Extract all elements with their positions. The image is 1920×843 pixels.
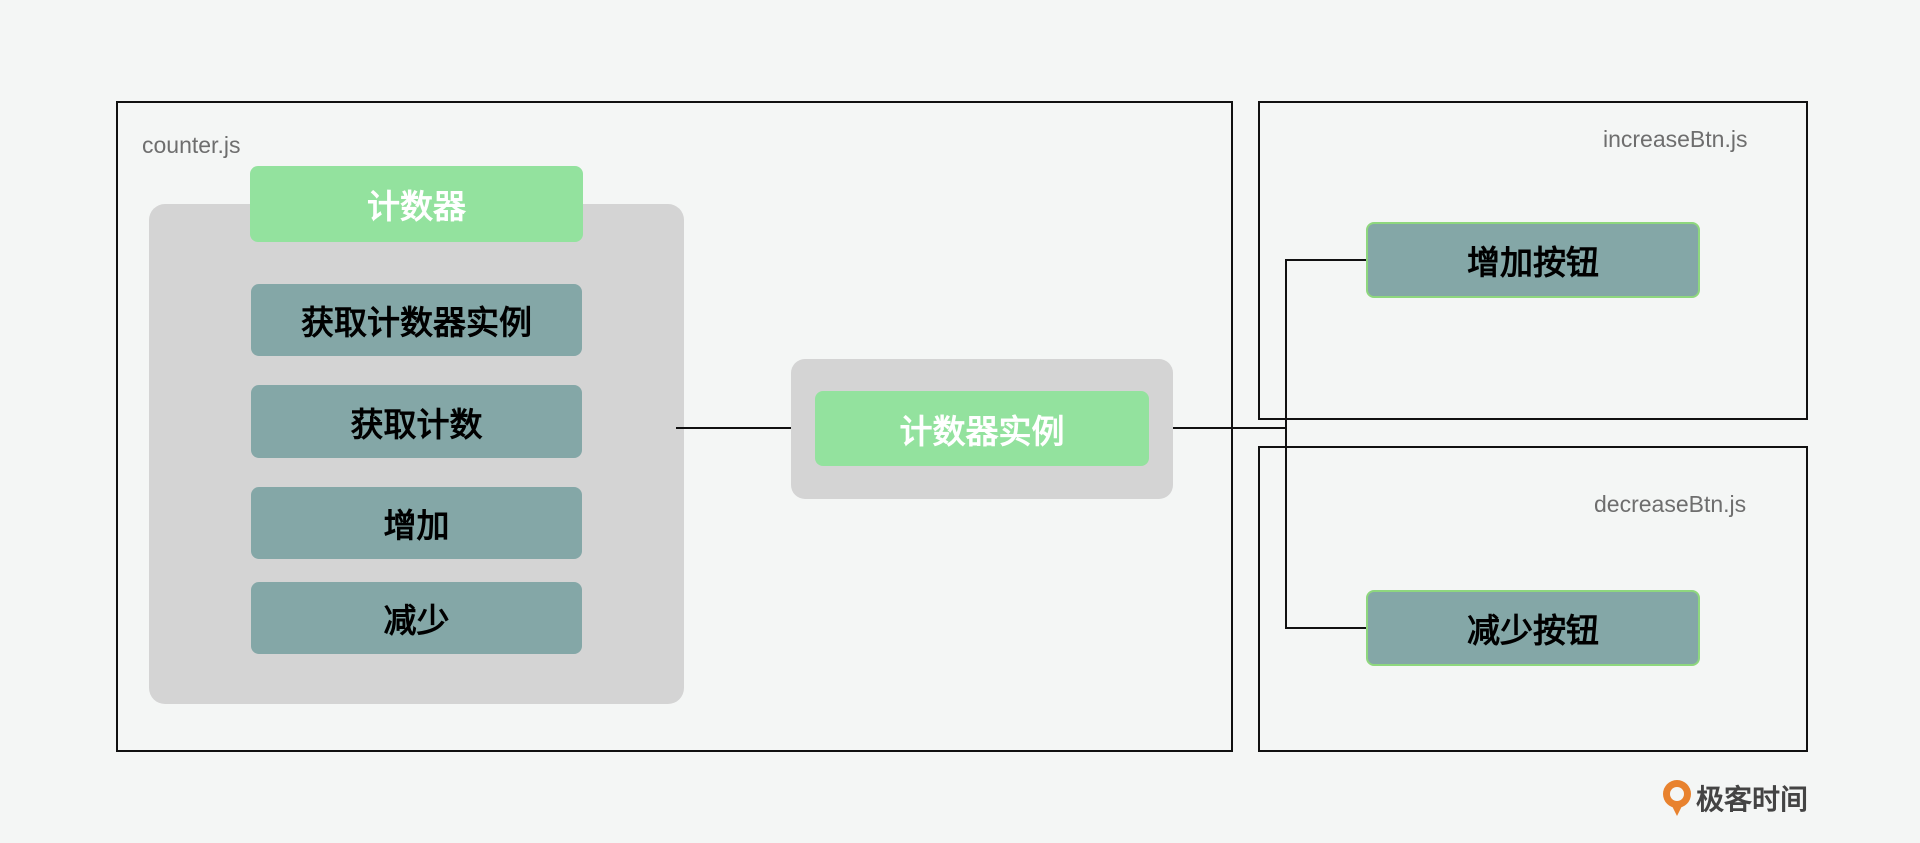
method-decrease: 减少 [251,582,582,654]
method-get-instance: 获取计数器实例 [251,284,582,356]
counter-module-label: counter.js [142,132,241,158]
instance-box: 计数器实例 [815,391,1149,466]
increase-module-label: increaseBtn.js [1603,126,1748,152]
counter-title-box: 计数器 [250,166,583,242]
increase-module [1258,101,1808,420]
increase-button-box: 增加按钮 [1366,222,1700,298]
counter-module [116,101,1233,752]
method-increase: 增加 [251,487,582,559]
brand-text: 极客时间 [1696,783,1809,816]
decrease-module-label: decreaseBtn.js [1594,491,1747,517]
decrease-module [1258,446,1808,752]
brand-logo: 极客时间 [1660,778,1808,818]
method-get-count: 获取计数 [251,385,582,458]
decrease-button-box: 减少按钮 [1366,590,1700,666]
brand-pin-icon [1663,780,1691,816]
